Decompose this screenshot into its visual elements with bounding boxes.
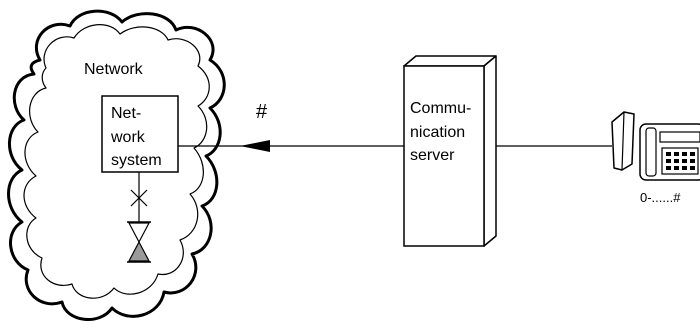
arrow-left-icon	[240, 140, 270, 152]
server-line-1: Commu-	[410, 100, 471, 117]
network-system-line-2: work	[110, 129, 146, 146]
network-system-line-3: system	[111, 152, 162, 169]
network-label: Network	[84, 61, 144, 78]
server-line-2: nication	[410, 124, 465, 141]
communication-server: Commu- nication server	[403, 55, 497, 247]
network-system-line-1: Net-	[111, 105, 141, 122]
signal-line: #	[178, 101, 404, 152]
system-connector	[130, 172, 148, 222]
hourglass-icon	[127, 221, 151, 263]
telephone-icon: 0-......#	[611, 111, 700, 205]
signal-hash-label: #	[256, 101, 268, 123]
dial-sequence-label: 0-......#	[640, 190, 681, 205]
server-line-3: server	[410, 147, 455, 164]
network-system: Net- work system	[101, 95, 179, 173]
